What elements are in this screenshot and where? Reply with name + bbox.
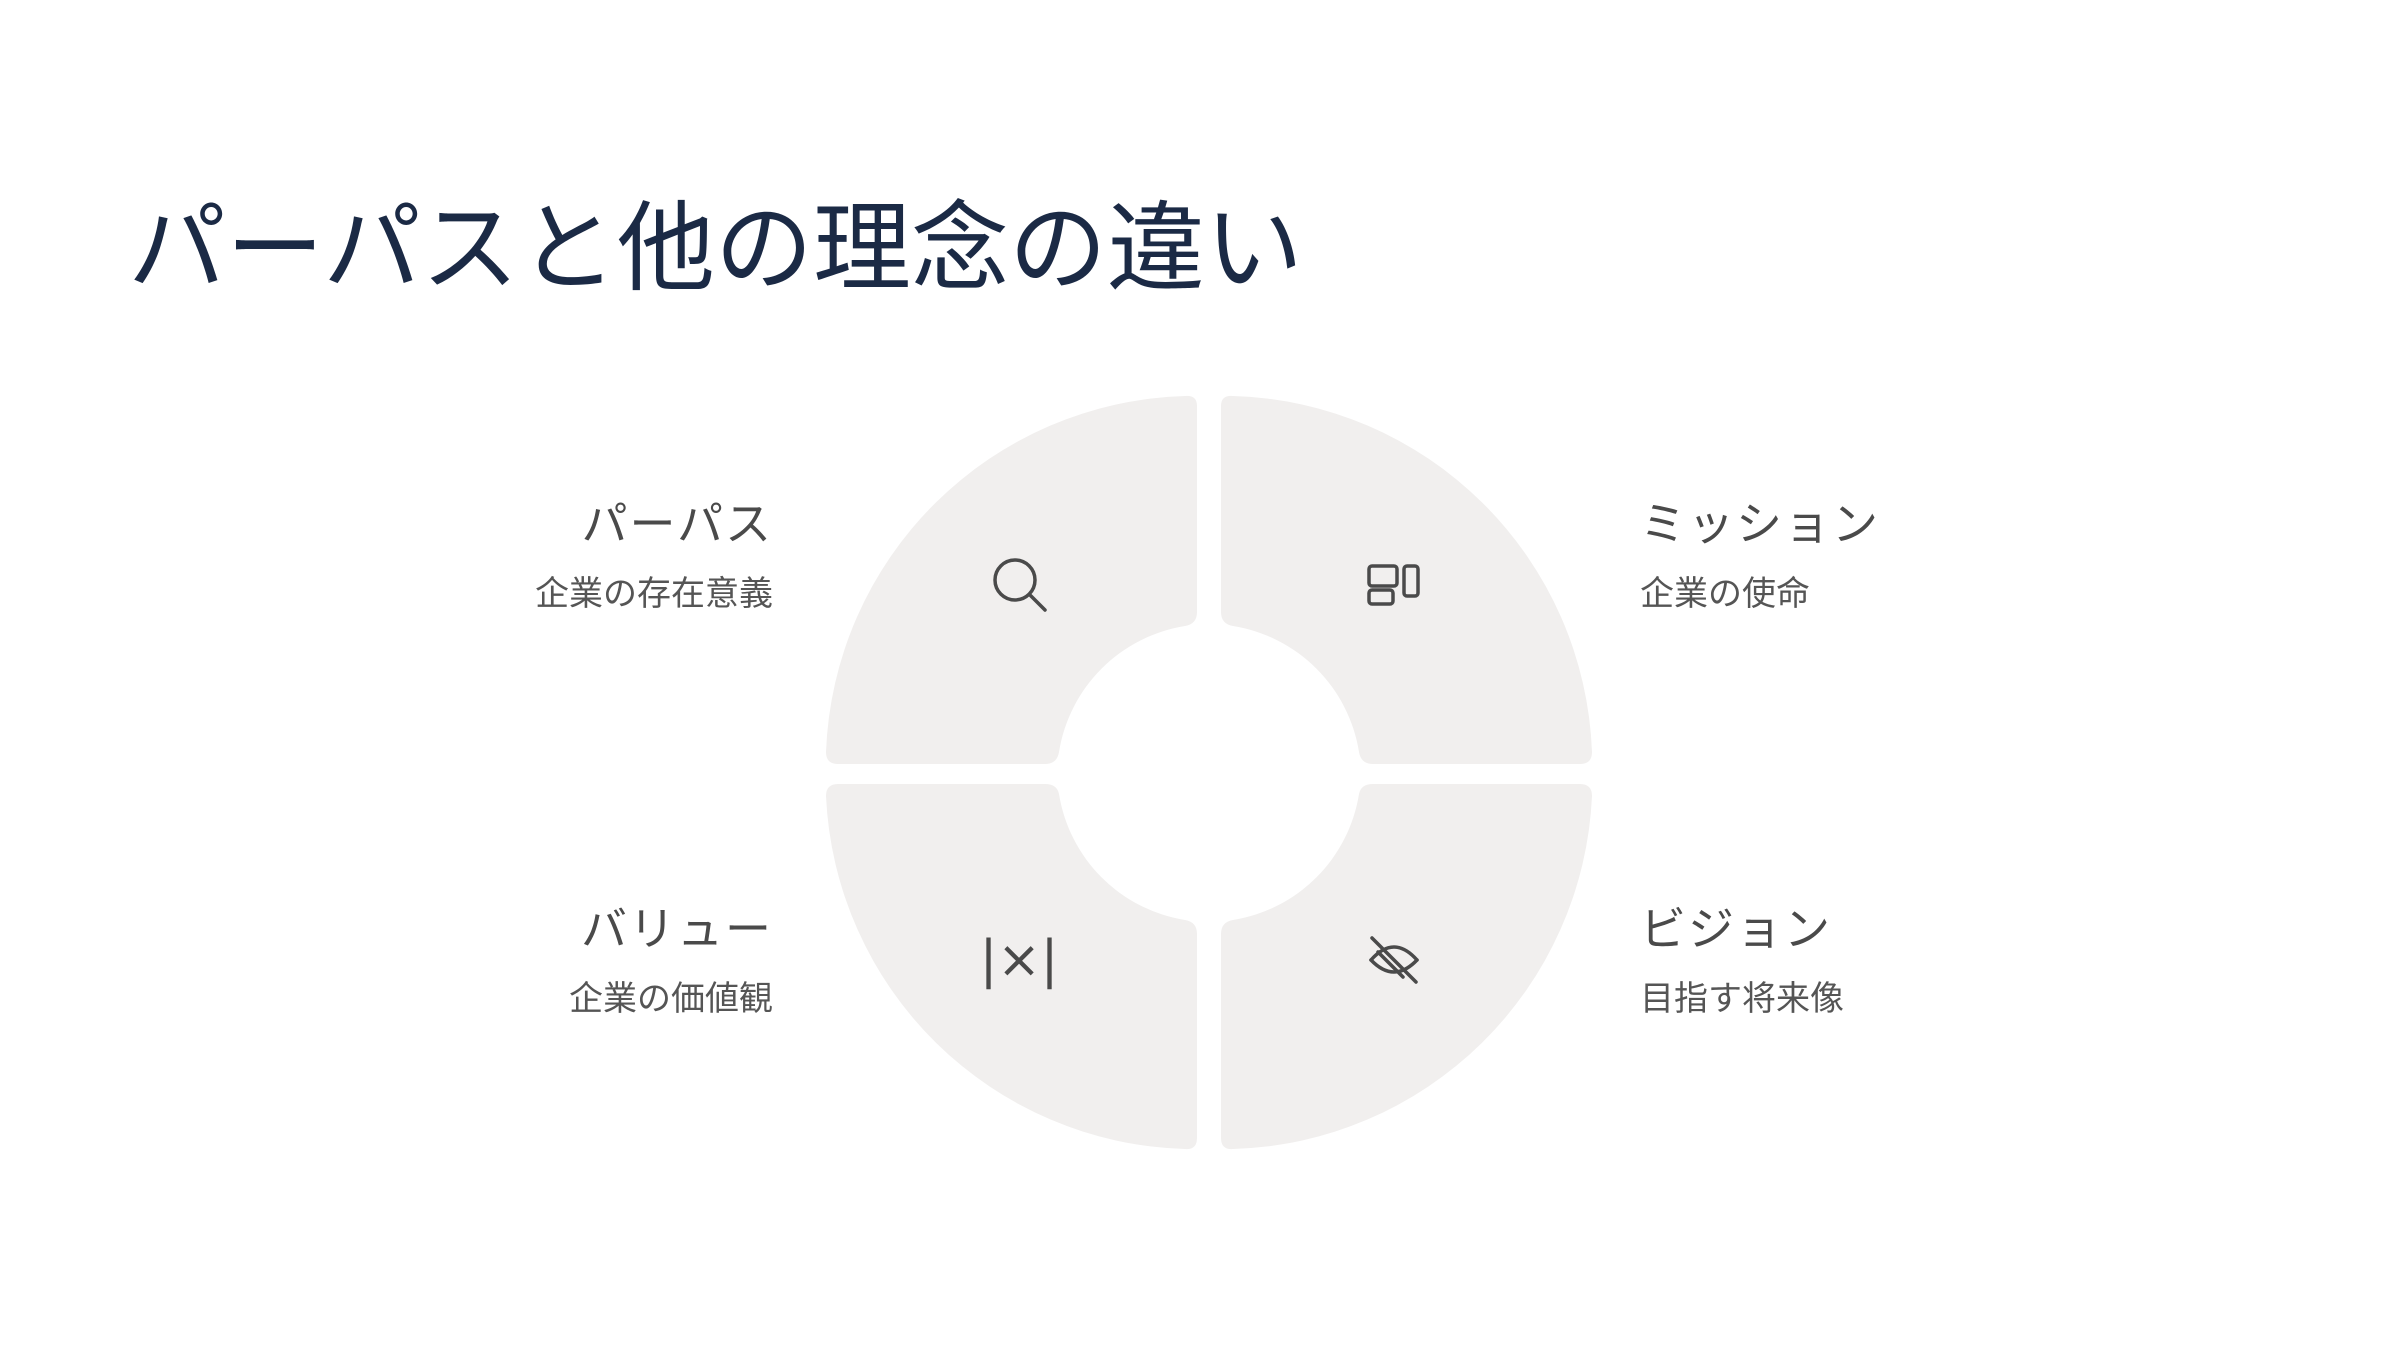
segment-value [826, 784, 1197, 1150]
value-description: 企業の価値観 [569, 979, 773, 1020]
slide-title: パーパスと他の理念の違い [128, 192, 1304, 306]
label-mission: ミッション 企業の使命 [1640, 497, 2160, 615]
search-icon [993, 558, 1047, 612]
label-purpose: パーパス 企業の存在意義 [253, 497, 773, 615]
purpose-title: パーパス [581, 497, 773, 551]
vision-description: 目指す将来像 [1640, 979, 1844, 1020]
purpose-description: 企業の存在意義 [535, 574, 773, 615]
segment-purpose [826, 395, 1197, 764]
abs-multiply-icon: |×| [980, 930, 1059, 990]
vision-title: ビジョン [1640, 902, 1832, 956]
segment-mission [1221, 395, 1592, 764]
mission-title: ミッション [1640, 497, 1880, 551]
label-value: バリュー 企業の価値観 [253, 902, 773, 1020]
label-vision: ビジョン 目指す将来像 [1640, 902, 2160, 1020]
layout-blocks-icon [1367, 564, 1420, 606]
mission-description: 企業の使命 [1640, 574, 1810, 615]
value-title: バリュー [581, 902, 773, 956]
eye-off-icon [1369, 936, 1419, 984]
